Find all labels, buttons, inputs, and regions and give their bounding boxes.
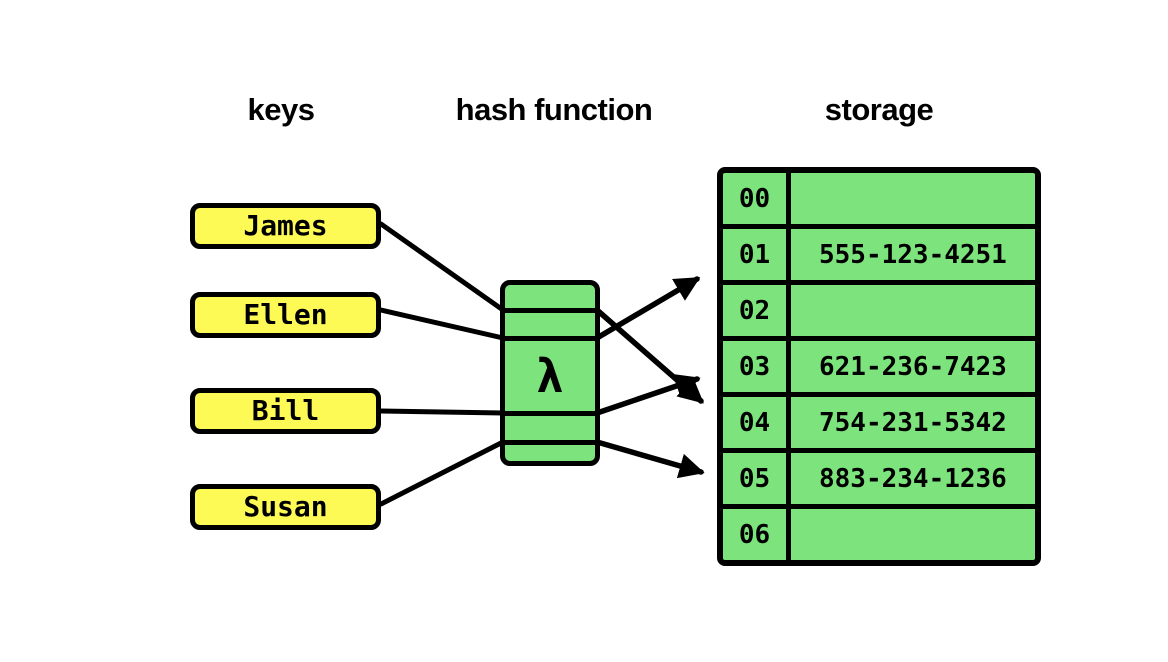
key-box-susan: Susan: [190, 484, 381, 530]
storage-row-05: 05 883-234-1236: [723, 448, 1035, 504]
storage-row-03: 03 621-236-7423: [723, 336, 1035, 392]
arrow-hash-to-slot-03: [594, 373, 701, 416]
key-box-james: James: [190, 203, 381, 249]
arrow-hash-to-slot-04: [594, 307, 704, 404]
slot-index: 05: [723, 453, 791, 504]
key-box-bill: Bill: [190, 388, 381, 434]
key-label: Susan: [243, 490, 328, 523]
storage-row-06: 06: [723, 504, 1035, 560]
key-label: James: [243, 209, 328, 242]
slot-value: 883-234-1236: [819, 463, 1007, 494]
storage-heading: storage: [824, 92, 934, 127]
slot-index: 03: [723, 341, 791, 392]
key-box-ellen: Ellen: [190, 292, 381, 338]
storage-table: 00 01 555-123-4251 02 03 621-236-7423 04…: [717, 167, 1041, 566]
storage-row-00: 00: [723, 173, 1035, 224]
storage-row-01: 01 555-123-4251: [723, 224, 1035, 280]
hash-slot-divider: [505, 336, 595, 341]
keys-heading: keys: [247, 92, 315, 127]
slot-value: [791, 285, 1035, 336]
slot-value: [791, 509, 1035, 560]
key-label: Ellen: [243, 298, 328, 331]
line-ellen-to-hash: [378, 307, 506, 341]
storage-row-02: 02: [723, 280, 1035, 336]
lambda-symbol: λ: [536, 349, 564, 403]
slot-value: 555-123-4251: [819, 239, 1007, 270]
slot-index: 01: [723, 229, 791, 280]
storage-row-04: 04 754-231-5342: [723, 392, 1035, 448]
hash-function-box: λ: [500, 280, 600, 466]
slot-index: 00: [723, 173, 791, 224]
key-label: Bill: [251, 394, 320, 427]
slot-index: 06: [723, 509, 791, 560]
slot-index: 02: [723, 285, 791, 336]
line-bill-to-hash: [378, 408, 506, 416]
arrow-hash-to-slot-05: [594, 439, 705, 479]
hash-slot-divider: [505, 440, 595, 445]
arrow-hash-to-slot-01: [594, 276, 701, 341]
slot-index: 04: [723, 397, 791, 448]
line-james-to-hash: [378, 221, 506, 313]
hash-slot-divider: [505, 308, 595, 313]
slot-value: [791, 173, 1035, 224]
line-susan-to-hash: [378, 439, 506, 507]
hash-function-heading: hash function: [455, 92, 653, 127]
slot-value: 621-236-7423: [819, 351, 1007, 382]
slot-value: 754-231-5342: [819, 407, 1007, 438]
hash-slot-divider: [505, 411, 595, 416]
